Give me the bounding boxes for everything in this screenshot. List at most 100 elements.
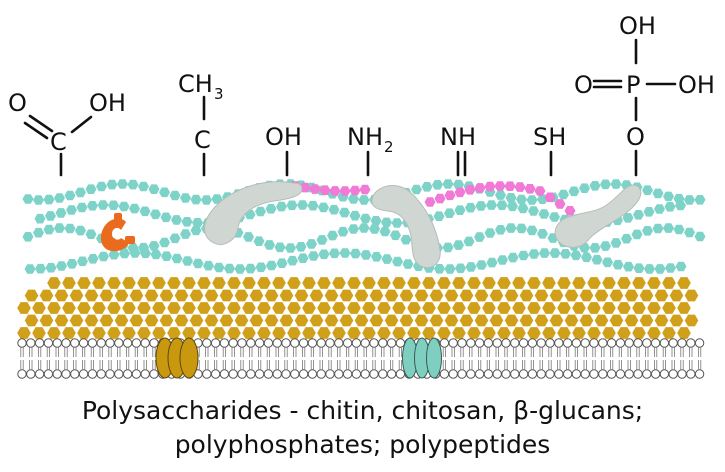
lipid-tail xyxy=(592,347,596,357)
chitin-monomer xyxy=(564,314,579,327)
chitin-monomer xyxy=(257,302,271,314)
lipid-head xyxy=(140,338,150,348)
polysaccharide-monomer xyxy=(505,193,517,203)
polysaccharide-monomer xyxy=(381,217,392,228)
lipid-tail xyxy=(222,360,226,370)
lipid-head xyxy=(34,338,45,348)
chitin-monomer xyxy=(437,327,451,339)
chitin-monomer xyxy=(182,327,196,339)
lipid-tail xyxy=(249,360,253,370)
lipid-head xyxy=(131,338,142,348)
chitin-monomer xyxy=(429,314,444,327)
lipid-head xyxy=(466,369,476,379)
lipid-tail xyxy=(486,360,490,370)
chitin-monomer xyxy=(549,289,564,302)
chitin-monomer xyxy=(107,277,121,289)
lipid-tail xyxy=(346,347,350,357)
lipid-head xyxy=(105,369,115,379)
lipid-head xyxy=(369,369,379,379)
lipid-head xyxy=(52,369,62,379)
phosphate-p-label: P xyxy=(626,71,640,99)
lipid-tail xyxy=(390,347,394,357)
lipid-head xyxy=(589,338,599,348)
chitin-monomer xyxy=(167,277,181,289)
chitin-monomer xyxy=(339,314,354,327)
lipid-head xyxy=(571,369,582,379)
lipid-head xyxy=(254,338,265,348)
chitin-monomer xyxy=(294,289,309,302)
polysaccharide-monomer xyxy=(516,223,527,234)
polysaccharide-monomer xyxy=(652,223,664,234)
lipid-head xyxy=(650,369,661,379)
polysaccharide-monomer xyxy=(526,225,538,236)
polysaccharide-monomer xyxy=(169,233,181,244)
chitin-monomer xyxy=(347,327,361,339)
lipid-head xyxy=(615,338,626,348)
chitin-monomer xyxy=(257,327,271,339)
lipid-head xyxy=(61,369,71,379)
lipid-tail xyxy=(99,347,103,357)
polysaccharide-monomer xyxy=(612,259,624,270)
polysaccharide-monomer xyxy=(35,263,46,274)
polysaccharide-monomer xyxy=(392,256,403,267)
lipid-head xyxy=(386,369,397,379)
hydroxyl-label: OH xyxy=(265,123,302,151)
chitin-monomer xyxy=(152,327,166,339)
lipid-head xyxy=(298,369,309,379)
chitin-monomer xyxy=(452,327,466,339)
polysaccharide-monomer xyxy=(329,248,340,259)
polyphosphate-unit xyxy=(349,185,361,196)
polysaccharide-monomer xyxy=(339,207,350,218)
lipid-head xyxy=(677,369,687,379)
lipid-tail xyxy=(82,347,86,357)
lipid-head xyxy=(246,338,256,348)
lipid-tail xyxy=(64,347,68,357)
lipid-tail xyxy=(662,360,666,370)
amino-subscript: 2 xyxy=(384,138,394,156)
plasma-membrane xyxy=(17,338,705,379)
polysaccharide-monomer xyxy=(339,248,351,258)
polysaccharide-monomer xyxy=(180,229,191,239)
chitin-monomer xyxy=(99,314,114,327)
chitin-monomer xyxy=(482,302,496,314)
lipid-head xyxy=(598,338,608,348)
lipid-tail xyxy=(126,360,130,370)
surface-protein-2 xyxy=(371,185,441,269)
polysaccharide-monomer xyxy=(610,179,622,189)
polysaccharide-monomer xyxy=(560,249,571,259)
chitin-monomer xyxy=(452,302,466,314)
lipid-tail xyxy=(522,360,526,370)
lipid-head xyxy=(202,369,212,379)
lipid-head xyxy=(378,369,388,379)
lipid-head xyxy=(527,338,538,348)
chitin-monomer xyxy=(302,327,316,339)
lipid-tail xyxy=(478,347,482,357)
polysaccharide-monomer xyxy=(486,200,497,210)
lipid-tail xyxy=(451,360,455,370)
polysaccharide-monomer xyxy=(602,257,613,268)
chitin-monomer xyxy=(92,327,106,339)
polysaccharide-monomer xyxy=(663,191,674,202)
lipid-head xyxy=(237,369,247,379)
lipid-head xyxy=(219,338,230,348)
lipid-head xyxy=(34,369,45,379)
chitin-monomer xyxy=(459,289,474,302)
lipid-head xyxy=(439,369,450,379)
lipid-tail xyxy=(90,360,94,370)
polysaccharide-monomer xyxy=(568,186,580,197)
polysaccharide-monomer xyxy=(507,252,519,263)
polysaccharide-monomer xyxy=(190,194,202,205)
polysaccharide-monomer xyxy=(402,259,414,269)
lipid-tail xyxy=(495,347,499,357)
chitin-monomer xyxy=(602,327,616,339)
polysaccharide-monomer xyxy=(579,183,590,193)
chitin-monomer xyxy=(467,302,481,314)
chitin-monomer xyxy=(594,314,609,327)
chitin-monomer xyxy=(234,314,249,327)
chitin-monomer xyxy=(122,302,136,314)
polysaccharide-monomer xyxy=(486,257,498,268)
chitin-monomer xyxy=(219,289,234,302)
polysaccharide-monomer xyxy=(66,205,77,215)
lipid-tail xyxy=(117,347,121,357)
chitin-monomer xyxy=(24,289,39,302)
